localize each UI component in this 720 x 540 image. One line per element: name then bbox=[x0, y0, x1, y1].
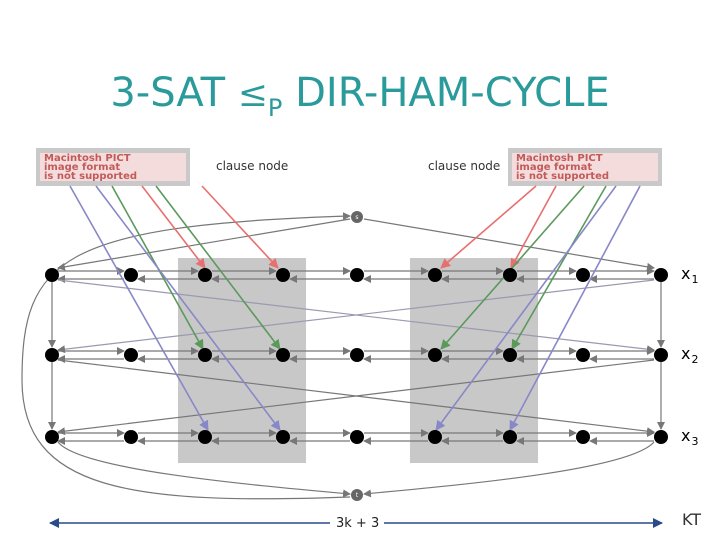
clause-region-right bbox=[410, 258, 538, 463]
graph-node bbox=[576, 430, 590, 444]
graph-node bbox=[503, 430, 517, 444]
width-label: 3k + 3 bbox=[336, 516, 379, 531]
graph-node bbox=[276, 430, 290, 444]
graph-node bbox=[45, 430, 59, 444]
author-initials: KT bbox=[682, 510, 701, 529]
graph-node bbox=[503, 268, 517, 282]
graph-node bbox=[576, 348, 590, 362]
graph-node bbox=[124, 348, 138, 362]
variable-label-x1: x1 bbox=[681, 264, 697, 283]
graph-node bbox=[198, 268, 212, 282]
graph-node bbox=[428, 268, 442, 282]
graph-node bbox=[45, 268, 59, 282]
graph-node bbox=[350, 348, 364, 362]
graph-node bbox=[654, 348, 668, 362]
graph-node bbox=[198, 430, 212, 444]
graph-node bbox=[503, 348, 517, 362]
graph-node bbox=[124, 430, 138, 444]
graph-node bbox=[576, 268, 590, 282]
clause-edges-red bbox=[142, 186, 556, 268]
graph-node bbox=[428, 430, 442, 444]
variable-label-x3: x3 bbox=[681, 426, 697, 445]
graph-node bbox=[124, 268, 138, 282]
graph-node bbox=[276, 348, 290, 362]
source-node-label: s bbox=[355, 214, 358, 221]
variable-nodes bbox=[45, 268, 668, 444]
graph-node bbox=[654, 268, 668, 282]
graph-node bbox=[428, 348, 442, 362]
graph-node bbox=[276, 268, 290, 282]
graph-node bbox=[198, 348, 212, 362]
variable-label-x2: x2 bbox=[681, 344, 697, 363]
source-sink-edges bbox=[22, 216, 654, 499]
graph-node bbox=[45, 348, 59, 362]
graph-node bbox=[350, 430, 364, 444]
graph-node bbox=[654, 430, 668, 444]
graph-node bbox=[350, 268, 364, 282]
